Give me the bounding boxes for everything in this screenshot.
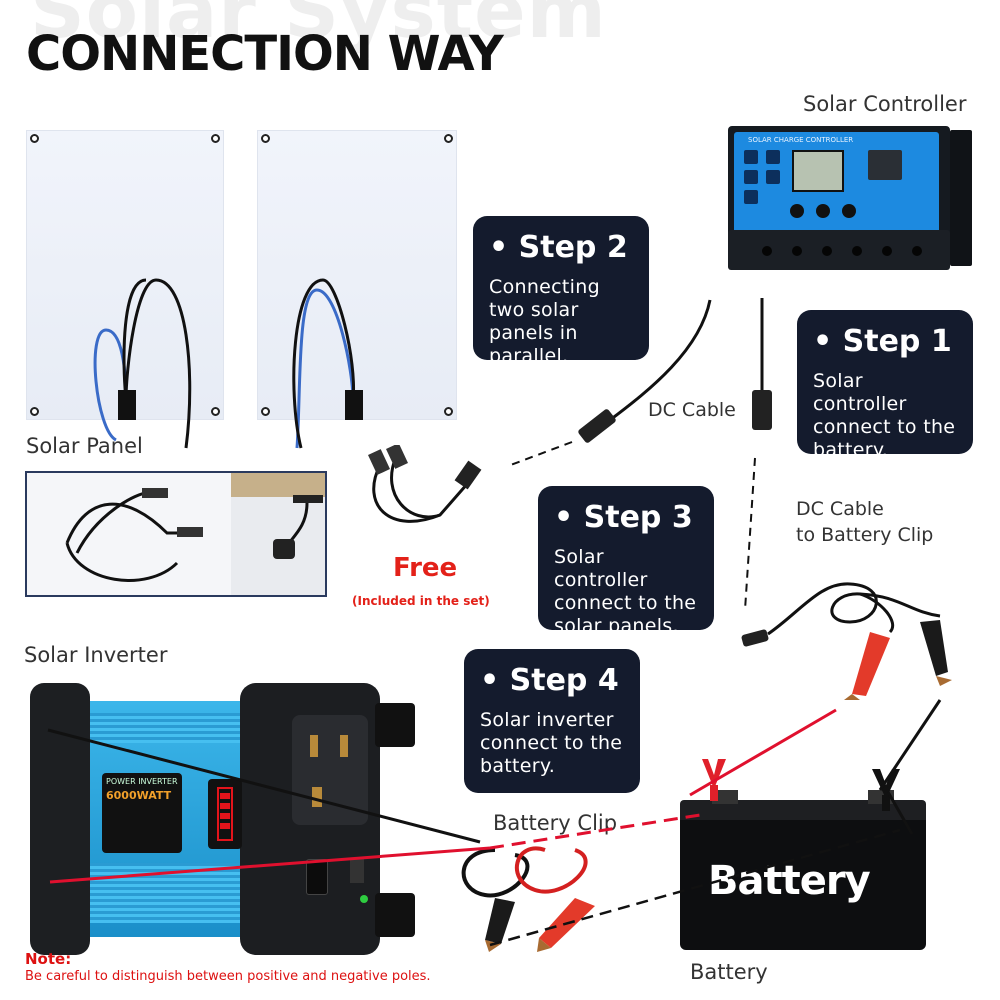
step-1-title: • Step 1 bbox=[813, 324, 952, 359]
controller-button bbox=[842, 204, 856, 218]
step-4-text: Solar inverter connect to the battery. bbox=[480, 709, 623, 777]
step-2-text: Connecting two solar panels in parallel. bbox=[489, 276, 600, 367]
dc-cables bbox=[507, 298, 772, 611]
step-2-title: • Step 2 bbox=[489, 230, 628, 265]
usb-ports bbox=[868, 150, 902, 180]
battery-level-display bbox=[208, 779, 242, 849]
step-4-title: • Step 4 bbox=[480, 663, 619, 698]
controller-button bbox=[816, 204, 830, 218]
battery-clip bbox=[461, 846, 595, 952]
step-4-card: • Step 4 Solar inverter connect to the b… bbox=[464, 649, 640, 793]
solar-controller: SOLAR CHARGE CONTROLLER bbox=[728, 126, 973, 276]
solar-panel-left bbox=[26, 130, 224, 449]
status-led bbox=[360, 895, 368, 903]
battery-black-clip bbox=[872, 769, 900, 811]
panel-wire-right bbox=[292, 278, 363, 449]
step-1-card: • Step 1 Solar controller connect to the… bbox=[797, 310, 973, 461]
step-1-text: Solar controller connect to the battery. bbox=[813, 370, 956, 461]
free-label: Free bbox=[393, 553, 458, 583]
dc-cable-label: DC Cable bbox=[648, 399, 736, 421]
usb-port bbox=[350, 859, 364, 883]
step-3-text: Solar controller connect to the solar pa… bbox=[554, 546, 697, 637]
controller-button bbox=[790, 204, 804, 218]
battery-red-clip bbox=[702, 759, 726, 801]
free-sub-label: (Included in the set) bbox=[352, 594, 490, 608]
battery-clip-label: Battery Clip bbox=[493, 811, 618, 835]
dc-battery-clip-cable bbox=[741, 582, 952, 700]
inverter-label-plate: POWER INVERTER 6000WATT bbox=[102, 773, 182, 853]
step-3-title: • Step 3 bbox=[554, 500, 693, 535]
note-text: Be careful to distinguish between positi… bbox=[25, 969, 431, 984]
note-title: Note: bbox=[25, 950, 72, 968]
step-3-card: • Step 3 Solar controller connect to the… bbox=[538, 486, 714, 637]
controller-screen-title: SOLAR CHARGE CONTROLLER bbox=[748, 136, 854, 144]
power-switch bbox=[306, 859, 328, 895]
panel-wire-left bbox=[93, 278, 192, 449]
solar-controller-label: Solar Controller bbox=[803, 92, 967, 116]
background-title: Solar System bbox=[30, 0, 607, 55]
free-y-cable bbox=[368, 445, 482, 523]
dc-cable-battery-label-1: DC Cable bbox=[796, 498, 884, 520]
page-title: CONNECTION WAY bbox=[26, 26, 504, 82]
battery-label: Battery bbox=[690, 960, 768, 984]
controller-lcd bbox=[792, 150, 844, 192]
y-connector-photo bbox=[25, 471, 327, 597]
solar-panel-right bbox=[257, 130, 457, 449]
dc-cable-battery-label-2: to Battery Clip bbox=[796, 524, 934, 546]
battery-body-text: Battery bbox=[708, 858, 871, 904]
solar-panel-label: Solar Panel bbox=[26, 434, 143, 458]
solar-inverter: POWER INVERTER 6000WATT bbox=[30, 683, 425, 955]
solar-inverter-label: Solar Inverter bbox=[24, 643, 168, 667]
ac-socket bbox=[292, 715, 368, 825]
step-2-card: • Step 2 Connecting two solar panels in … bbox=[473, 216, 649, 367]
